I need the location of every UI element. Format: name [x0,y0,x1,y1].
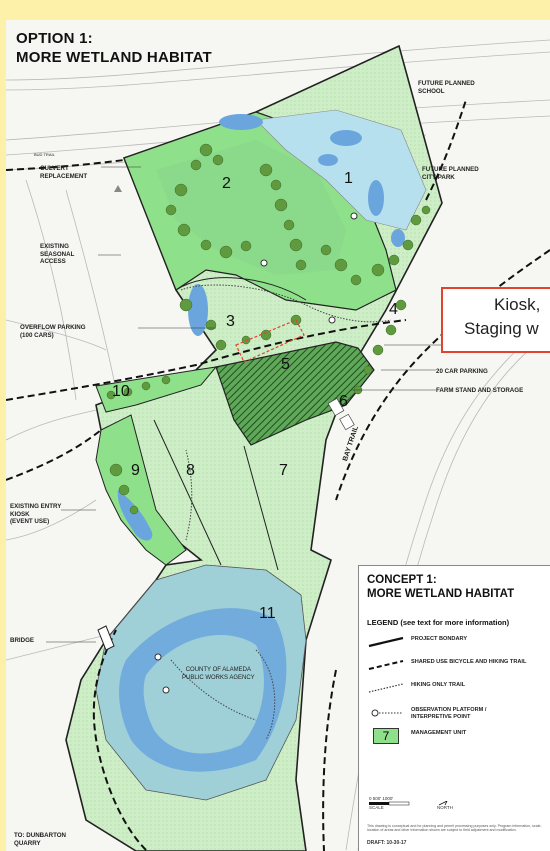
label-farm-stand: FARM STAND AND STORAGE [436,387,524,394]
slide-title-line-1: OPTION 1: [16,30,93,47]
north-arrow-label: NORTH [437,805,453,810]
legend-label: SHARED USE BICYCLE AND HIKING TRAIL [411,659,527,665]
unit-8-number: 8 [186,462,195,479]
farm-stand-buildings [327,397,355,431]
legend-label: PROJECT BONDARY [411,636,468,642]
unit-3-number: 3 [226,313,235,330]
legend-label: HIKING ONLY TRAIL [411,682,466,688]
legend-item-project-boundary: PROJECT BONDARY [367,634,549,650]
scale-bar-graphic [369,801,448,806]
management-unit-symbol: 7 [373,728,399,744]
scale-ticks: 0 500' 1000' [369,796,394,801]
hiking-trails [170,284,392,741]
label-seasonal-access: EXISTING SEASONAL ACCESS [40,243,75,265]
parking-highlight [235,319,305,363]
legend-item-management-unit: 7 MANAGEMENT UNIT [367,728,549,744]
legend-label: OBSERVATION PLATFORM / INTERPRETIVE POIN… [411,707,487,720]
unit-boundaries [153,277,307,571]
callout-line-2: Staging w [464,319,539,338]
legend-item-hiking-trail: HIKING ONLY TRAIL [367,680,549,696]
kiosk-staging-callout: Kiosk, Staging w [441,287,550,353]
label-car-parking: 20 CAR PARKING [436,368,488,375]
label-future-park: FUTURE PLANNED CITY PARK [422,166,479,181]
shared-trail-symbol [368,660,404,670]
unit-11-number: 11 [259,605,276,622]
legend-label: MANAGEMENT UNIT [411,730,467,736]
map-drawing [6,39,550,851]
tree-canopy [106,143,431,515]
slide-title-line-2: MORE WETLAND HABITAT [16,49,212,66]
shared-trail [6,99,550,851]
legend-title-line-1: CONCEPT 1: [367,574,437,586]
unit-10-area [95,366,218,413]
unit-2-number: 2 [222,175,231,192]
observation-points [154,212,358,694]
scale-label: SCALE [369,805,384,810]
legend-item-observation: OBSERVATION PLATFORM / INTERPRETIVE POIN… [367,705,549,723]
legend-panel: CONCEPT 1: MORE WETLAND HABITAT LEGEND (… [358,565,550,851]
label-public-works: COUNTY OF ALAMEDA PUBLIC WORKS AGENCY [182,667,255,681]
label-future-school: FUTURE PLANNED SCHOOL [418,80,475,95]
unit-5-number: 5 [281,356,290,373]
site-map: FUTURE PLANNED SCHOOL FUTURE PLANNED CIT… [6,20,550,851]
observation-point-symbol [371,709,403,717]
label-culvert: CULVERT REPLACEMENT [40,165,88,180]
label-leaders [46,166,446,643]
scale-bar: 0 500' 1000' SCALE NORTH [369,796,479,816]
legend-item-shared-trail: SHARED USE BICYCLE AND HIKING TRAIL [367,657,549,673]
project-boundary-symbol [368,636,404,648]
legend-heading: LEGEND (see text for more information) [367,618,510,627]
label-bridge: BRIDGE [10,637,35,644]
label-road: BUD TRAIL [34,152,55,157]
label-entry-kiosk: EXISTING ENTRY KIOSK (EVENT USE) [10,503,62,525]
unit-7-number: 7 [279,462,288,479]
bridge-structure [97,625,115,651]
seasonal-access-marker [114,185,122,192]
disclaimer-text: This drawing is conceptual and for plann… [367,824,542,833]
unit-10-number: 10 [112,383,130,400]
legend-title-line-2: MORE WETLAND HABITAT [367,588,515,600]
unit-1-number: 1 [344,170,353,187]
label-overflow-parking: OVERFLOW PARKING (100 CARS) [20,324,86,339]
hiking-trail-symbol [368,683,404,693]
draft-date: DRAFT: 10-30-17 [367,840,407,846]
unit-9-number: 9 [131,462,140,479]
label-quarry: TO: DUNBARTON QUARRY [14,832,67,847]
unit-9-area [95,414,187,566]
unit-5-area [215,341,375,446]
callout-line-1: Kiosk, [494,295,541,314]
unit-6-number: 6 [339,393,348,410]
unit-4-number: 4 [389,301,398,318]
